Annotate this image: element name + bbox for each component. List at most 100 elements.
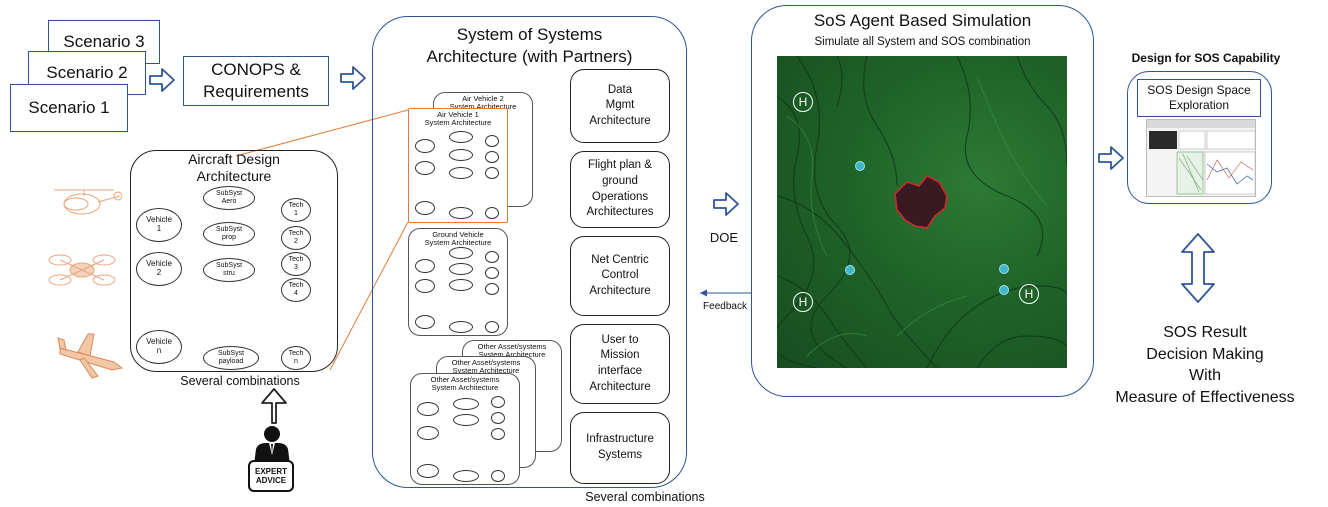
result-line-2: Decision Making [1146,345,1264,363]
result-line-4: Measure of Effectiveness [1115,388,1295,406]
result-line-1: SOS Result [1163,324,1247,341]
mini-oval [449,207,473,219]
aircraft-combinations-note: Several combinations [180,374,300,388]
aircraft-illustration [57,333,124,379]
scenario-2-label: Scenario 2 [46,63,128,82]
helipad-top-left: H [793,92,813,112]
mini-oval [485,135,499,147]
scenario-1-box: Scenario 1 [10,84,128,132]
simulation-title: SoS Agent Based Simulation [813,11,1032,30]
mini-oval [453,470,479,482]
sos-title-2: Architecture (with Partners) [426,47,633,66]
zoom-line-bottom [329,221,409,371]
arrow-sos-to-sim [713,192,739,216]
aircraft-design-box [130,150,338,372]
mini-oval [449,321,473,333]
scenario-1-label: Scenario 1 [28,98,110,117]
sos-title-1: System of Systems [456,25,603,44]
helipad-bottom-right: H [1019,284,1039,304]
simulation-panel [751,5,1094,397]
mini-oval [453,414,479,426]
mini-oval [415,259,435,273]
mini-oval [449,247,473,259]
expert-person-icon [254,426,290,465]
result-line-3: With [1189,367,1221,385]
mini-oval [415,139,435,153]
sos-result-text: SOS Result Decision Making With Measure … [1098,322,1312,408]
mini-oval [449,131,473,143]
mini-oval [449,279,473,291]
sos-architecture-box [372,16,687,488]
mini-oval [417,426,439,440]
doe-label: DOE [709,230,739,245]
arrow-result-bidirectional [1181,233,1215,303]
mini-oval [485,283,499,295]
zoom-line-top [235,109,409,157]
mini-oval [415,279,435,293]
mini-oval [485,167,499,179]
conops-box: CONOPS & Requirements [183,56,329,106]
agent-marker-3 [999,264,1009,274]
mini-oval [485,207,499,219]
mini-oval [485,267,499,279]
design-panel [1127,71,1272,204]
simulation-subtitle: Simulate all System and SOS combination [814,36,1031,48]
mini-oval [491,412,505,424]
terrain-map: H H H [777,56,1067,368]
aircraft-design-title-1: Aircraft Design [188,151,280,167]
mini-oval [485,251,499,263]
mini-oval [415,315,435,329]
mini-oval [449,167,473,179]
design-title: Design for SOS Capability [1131,51,1281,65]
agent-marker-2 [845,265,855,275]
arrow-conops-to-sos [340,66,366,90]
mini-oval [415,201,435,215]
quadcopter-illustration [48,254,116,286]
mini-oval [491,470,505,482]
mini-oval [485,151,499,163]
mini-oval [491,428,505,440]
mini-oval [415,161,435,175]
mini-oval [453,398,479,410]
arrow-sim-to-design [1098,146,1124,170]
conops-label: CONOPS & Requirements [203,59,309,101]
mini-oval [449,263,473,275]
mini-oval [417,402,439,416]
arrow-scenario-to-conops [149,68,175,92]
arrow-expert-up [261,388,287,424]
helipad-bottom-left: H [793,292,813,312]
agent-marker-1 [855,161,865,171]
mini-oval [449,149,473,161]
mini-oval [491,396,505,408]
sos-combinations-note: Several combinations [585,490,705,504]
mini-oval [485,321,499,333]
agent-marker-4 [999,285,1009,295]
aircraft-design-title-2: Architecture [196,168,272,184]
hazard-zone [894,175,948,229]
helicopter-illustration [54,189,122,215]
scenario-3-label: Scenario 3 [63,32,145,51]
